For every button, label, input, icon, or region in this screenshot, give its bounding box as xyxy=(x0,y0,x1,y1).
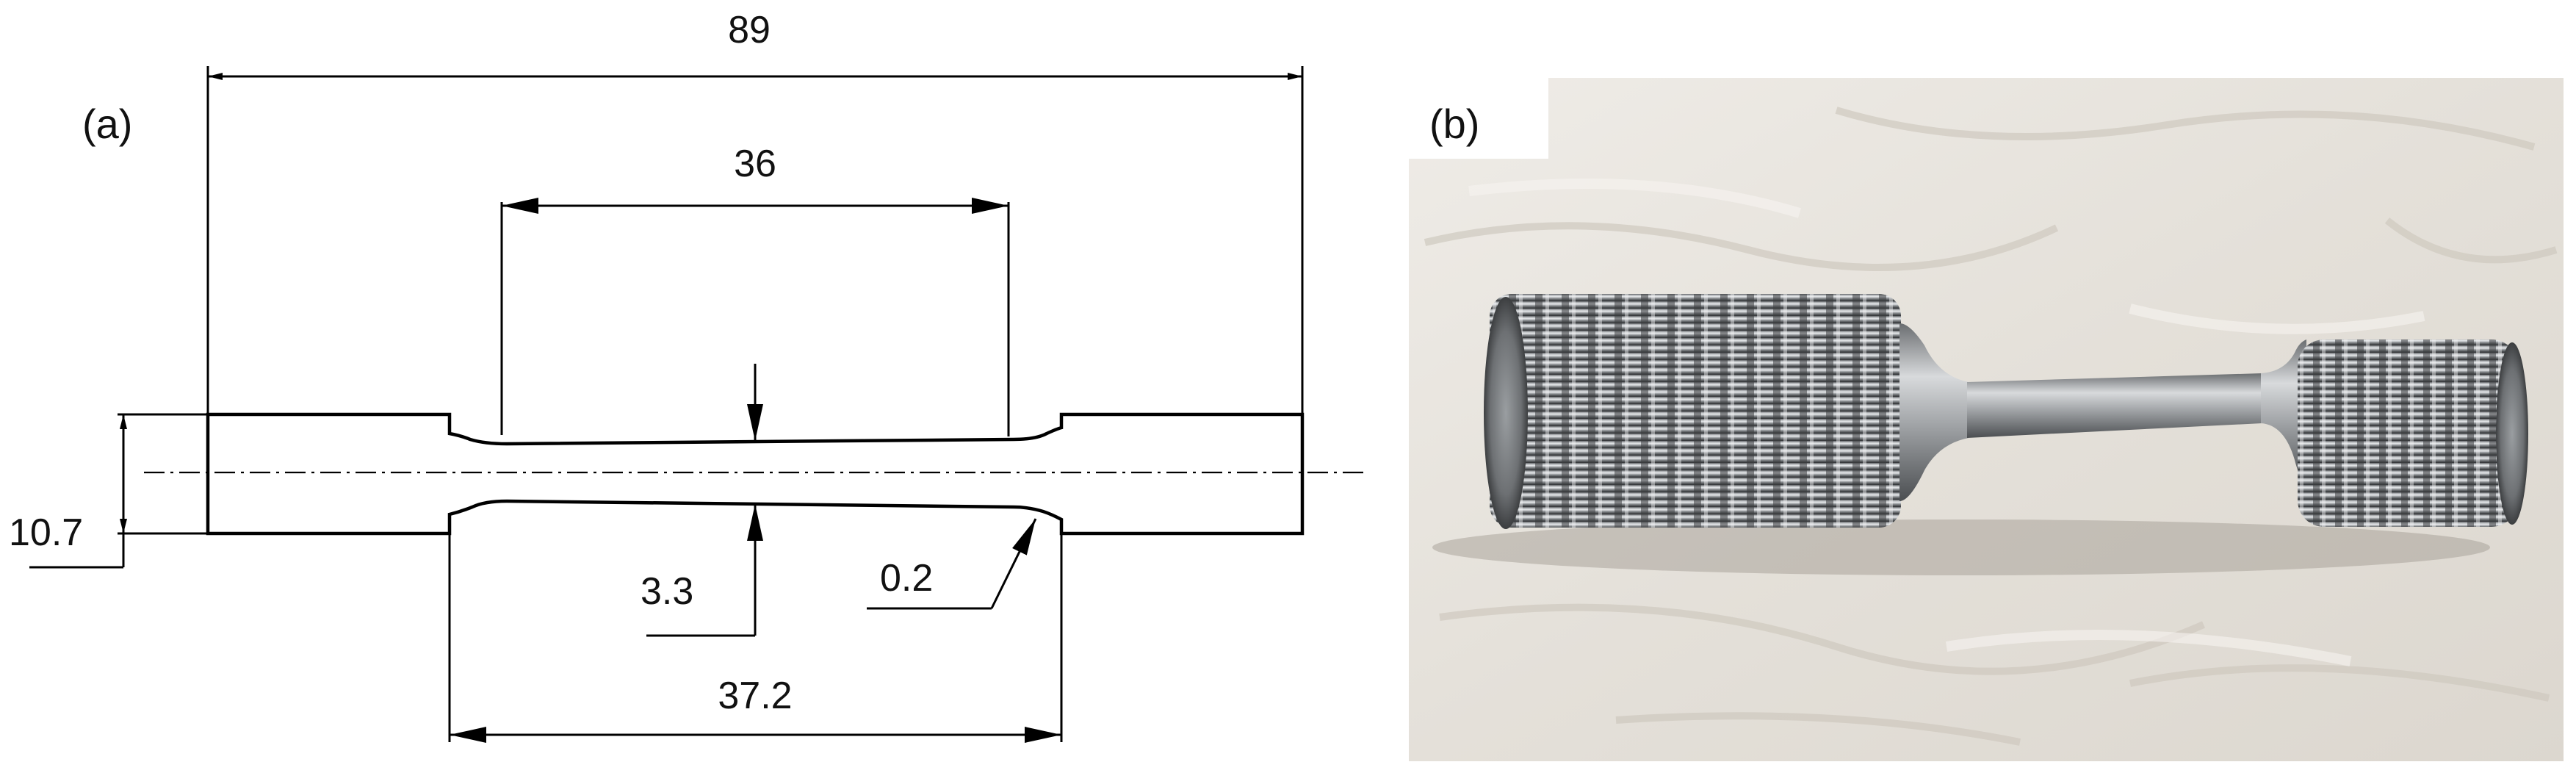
panel-b-label-box xyxy=(1409,78,1548,159)
gauge-shaft xyxy=(1967,373,2262,438)
cloth-highlights xyxy=(1468,179,2425,666)
dim-grip-diameter: 10.7 xyxy=(9,511,83,554)
specimen-shadow xyxy=(1432,519,2490,575)
dim-fillet-radius: 0.2 xyxy=(880,557,933,600)
cloth-folds xyxy=(1424,107,2558,746)
dim-gauge-diameter: 3.3 xyxy=(641,570,693,613)
specimen-outline xyxy=(206,412,1305,536)
right-threaded-grip xyxy=(2298,339,2518,527)
left-shoulder xyxy=(1899,323,1969,501)
arrow-fillet-radius xyxy=(990,518,1037,609)
panel-a-label: (a) xyxy=(82,101,132,147)
dim-gauge-length: 36 xyxy=(734,143,776,185)
dim-reduced-length: 37.2 xyxy=(718,675,792,717)
dim-overall-length: 89 xyxy=(728,9,771,51)
right-grip-end-face xyxy=(2496,342,2528,525)
panel-b-photo: (b) xyxy=(1409,78,2564,761)
right-shoulder xyxy=(2261,339,2306,485)
left-threaded-grip xyxy=(1490,294,1901,528)
panel-a-drawing: (a) 89 36 10.7 3.3 0.2 xyxy=(9,9,1365,743)
left-grip-end-face xyxy=(1484,297,1528,529)
panel-b-label: (b) xyxy=(1429,101,1479,147)
